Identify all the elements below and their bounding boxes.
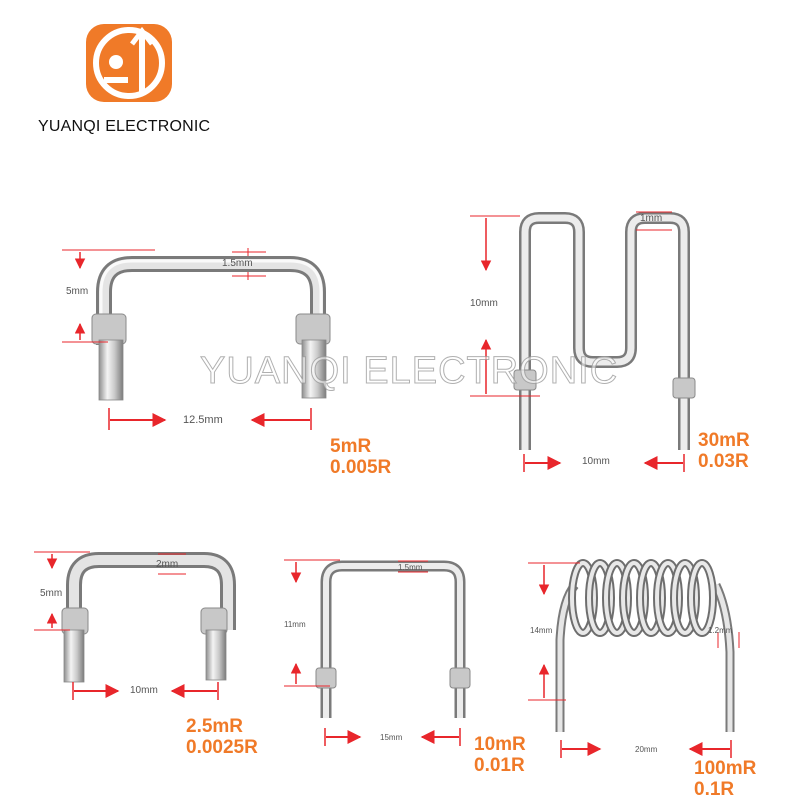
- r3-value: 2.5mR 0.0025R: [186, 716, 258, 758]
- watermark-text: YUANQI ELECTRONIC: [199, 350, 619, 393]
- r5-value: 100mR 0.1R: [694, 758, 756, 800]
- r2-wire-label: 1mm: [640, 213, 663, 224]
- r4-value: 10mR 0.01R: [474, 734, 526, 776]
- r2-value-r: 0.03R: [698, 451, 749, 472]
- r1-value-r: 0.005R: [330, 457, 392, 478]
- r5-height-label: 14mm: [530, 626, 553, 635]
- r4-value-mr: 10mR: [474, 734, 526, 755]
- r3-span-label: 10mm: [130, 685, 158, 696]
- r5-wire-label: 1.2mm: [708, 626, 733, 635]
- r2-height-label: 10mm: [470, 298, 498, 309]
- brand-name: YUANQI ELECTRONIC: [38, 118, 211, 135]
- resistor-5mr: [62, 248, 331, 430]
- r1-value: 5mR 0.005R: [330, 436, 391, 478]
- r3-value-mr: 2.5mR: [186, 716, 244, 737]
- r4-span-label: 15mm: [380, 733, 403, 742]
- r2-span-label: 10mm: [582, 456, 610, 467]
- r1-span-label: 12.5mm: [183, 414, 223, 426]
- resistor-10mr: [284, 559, 471, 746]
- r4-height-label: 11mm: [284, 620, 306, 629]
- r3-wire-label: 2mm: [156, 559, 179, 570]
- resistor-100mr: [528, 559, 740, 758]
- brand-logo: [86, 24, 172, 102]
- r1-wire-label: 1.5mm: [222, 258, 253, 269]
- r1-height-label: 5mm: [66, 286, 89, 297]
- r4-wire-label: 1.5mm: [398, 563, 423, 572]
- r1-value-mr: 5mR: [330, 436, 372, 457]
- r2-value: 30mR 0.03R: [698, 430, 750, 472]
- r3-value-r: 0.0025R: [186, 737, 258, 758]
- r2-value-mr: 30mR: [698, 430, 750, 451]
- resistor-2-5mr: [34, 551, 236, 700]
- resistor-30mr: [470, 211, 696, 472]
- r5-value-mr: 100mR: [694, 758, 757, 779]
- r5-span-label: 20mm: [635, 745, 658, 754]
- r4-value-r: 0.01R: [474, 755, 525, 776]
- r5-value-r: 0.1R: [694, 779, 735, 800]
- r3-height-label: 5mm: [40, 588, 63, 599]
